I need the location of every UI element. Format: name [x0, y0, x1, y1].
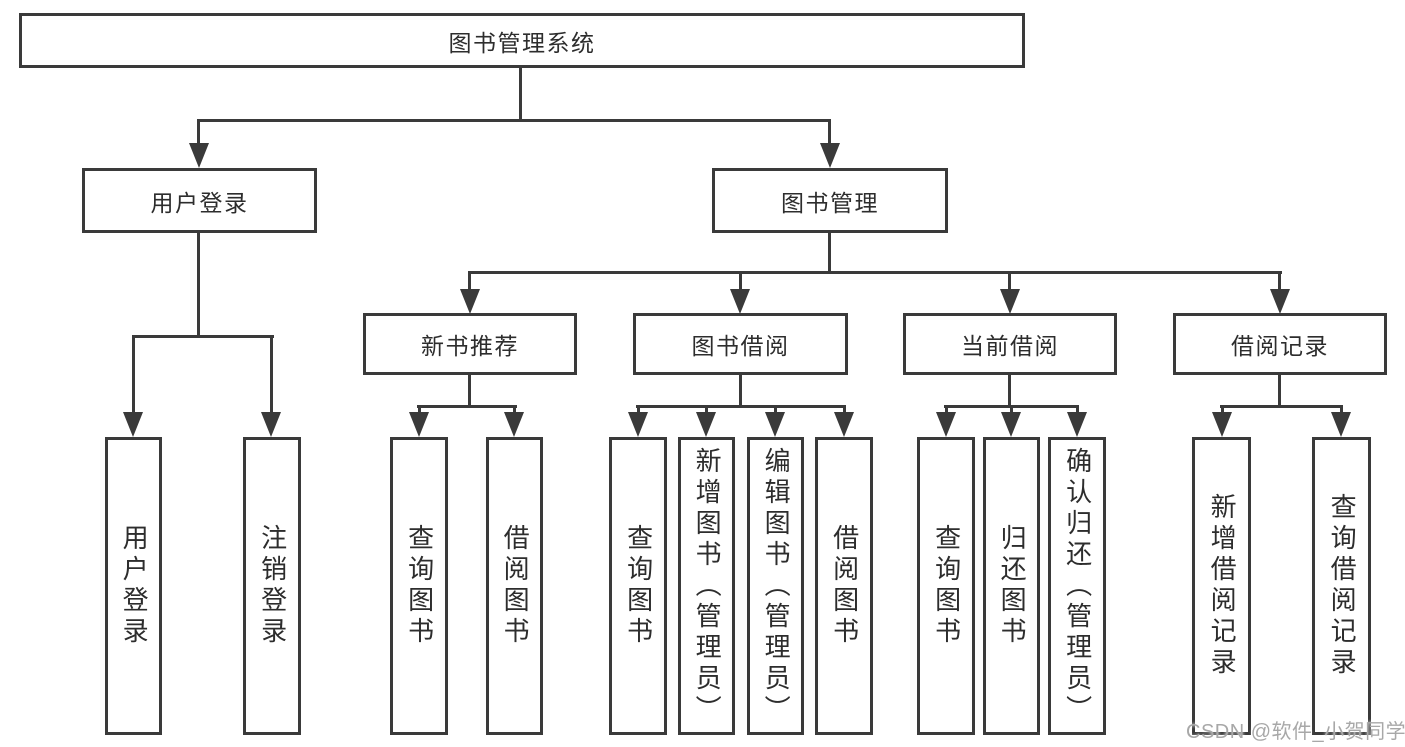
leaf-label: 借阅图书: [829, 524, 860, 648]
leaf-add-book-admin: 新增图书（管理员）: [678, 437, 735, 735]
node-book-management: 图书管理: [712, 168, 948, 233]
connector-line: [637, 406, 640, 416]
connector-line: [945, 406, 948, 416]
arrowhead-icon: [730, 289, 750, 314]
arrowhead-icon: [1212, 412, 1232, 437]
leaf-borrow-book: 借阅图书: [815, 437, 873, 735]
node-book-borrow: 图书借阅: [633, 313, 848, 375]
connector-line: [828, 119, 831, 147]
connector-line: [197, 119, 200, 147]
leaf-label: 借阅图书: [500, 524, 531, 648]
connector-line: [1278, 272, 1281, 292]
leaf-query-borrow-record: 查询借阅记录: [1312, 437, 1371, 735]
connector-line: [1278, 373, 1281, 407]
leaf-label: 查询图书: [404, 524, 435, 648]
connector-line: [828, 231, 831, 273]
arrowhead-icon: [1001, 412, 1021, 437]
connector-line: [468, 272, 471, 292]
connector-line: [519, 66, 522, 120]
connector-line: [197, 231, 200, 337]
connector-line: [513, 406, 516, 416]
connector-line: [1076, 406, 1079, 416]
leaf-return-book: 归还图书: [983, 437, 1040, 735]
connector-line: [1008, 272, 1011, 292]
arrowhead-icon: [765, 412, 785, 437]
arrowhead-icon: [834, 412, 854, 437]
arrowhead-icon: [409, 412, 429, 437]
leaf-query-book-current: 查询图书: [917, 437, 975, 735]
connector-line: [1008, 373, 1011, 407]
connector-line: [417, 405, 517, 408]
arrowhead-icon: [460, 289, 480, 314]
node-root-system: 图书管理系统: [19, 13, 1025, 68]
leaf-borrow-book-recommend: 借阅图书: [486, 437, 543, 735]
arrowhead-icon: [261, 412, 281, 437]
connector-line: [468, 271, 1282, 274]
leaf-label: 查询借阅记录: [1327, 493, 1358, 679]
leaf-label: 查询图书: [623, 524, 654, 648]
connector-line: [132, 336, 135, 415]
arrowhead-icon: [1270, 289, 1290, 314]
leaf-query-book-borrow: 查询图书: [609, 437, 667, 735]
arrowhead-icon: [696, 412, 716, 437]
arrowhead-icon: [936, 412, 956, 437]
node-user-login: 用户登录: [82, 168, 317, 233]
connector-line: [132, 335, 274, 338]
connector-line: [843, 406, 846, 416]
csdn-watermark: CSDN @软件_小贺同学: [1186, 721, 1405, 743]
arrowhead-icon: [1067, 412, 1087, 437]
connector-line: [1010, 406, 1013, 416]
leaf-label: 归还图书: [997, 524, 1028, 648]
arrowhead-icon: [189, 143, 209, 168]
arrowhead-icon: [628, 412, 648, 437]
connector-line: [1221, 406, 1224, 416]
connector-line: [739, 272, 742, 292]
connector-line: [774, 406, 777, 416]
connector-line: [197, 119, 831, 122]
arrowhead-icon: [504, 412, 524, 437]
connector-line: [636, 405, 846, 408]
node-borrow-record: 借阅记录: [1173, 313, 1387, 375]
connector-line: [418, 406, 421, 416]
arrowhead-icon: [123, 412, 143, 437]
connector-line: [705, 406, 708, 416]
leaf-label: 编辑图书（管理员）: [761, 446, 792, 726]
connector-line: [1220, 405, 1343, 408]
arrowhead-icon: [1000, 289, 1020, 314]
arrowhead-icon: [1331, 412, 1351, 437]
connector-line: [468, 373, 471, 407]
leaf-confirm-return-admin: 确认归还（管理员）: [1048, 437, 1106, 735]
leaf-logout: 注销登录: [243, 437, 301, 735]
leaf-label: 新增图书（管理员）: [692, 446, 723, 726]
leaf-label: 确认归还（管理员）: [1062, 446, 1093, 726]
leaf-query-book-recommend: 查询图书: [390, 437, 448, 735]
connector-line: [270, 336, 273, 415]
leaf-add-borrow-record: 新增借阅记录: [1192, 437, 1251, 735]
node-current-borrow: 当前借阅: [903, 313, 1117, 375]
leaf-label: 查询图书: [931, 524, 962, 648]
leaf-label: 用户登录: [119, 524, 150, 648]
leaf-edit-book-admin: 编辑图书（管理员）: [747, 437, 804, 735]
leaf-user-login: 用户登录: [105, 437, 162, 735]
node-new-book-recommend: 新书推荐: [363, 313, 577, 375]
leaf-label: 新增借阅记录: [1207, 493, 1238, 679]
connector-line: [739, 373, 742, 407]
arrowhead-icon: [820, 143, 840, 168]
connector-line: [1340, 406, 1343, 416]
leaf-label: 注销登录: [257, 524, 288, 648]
